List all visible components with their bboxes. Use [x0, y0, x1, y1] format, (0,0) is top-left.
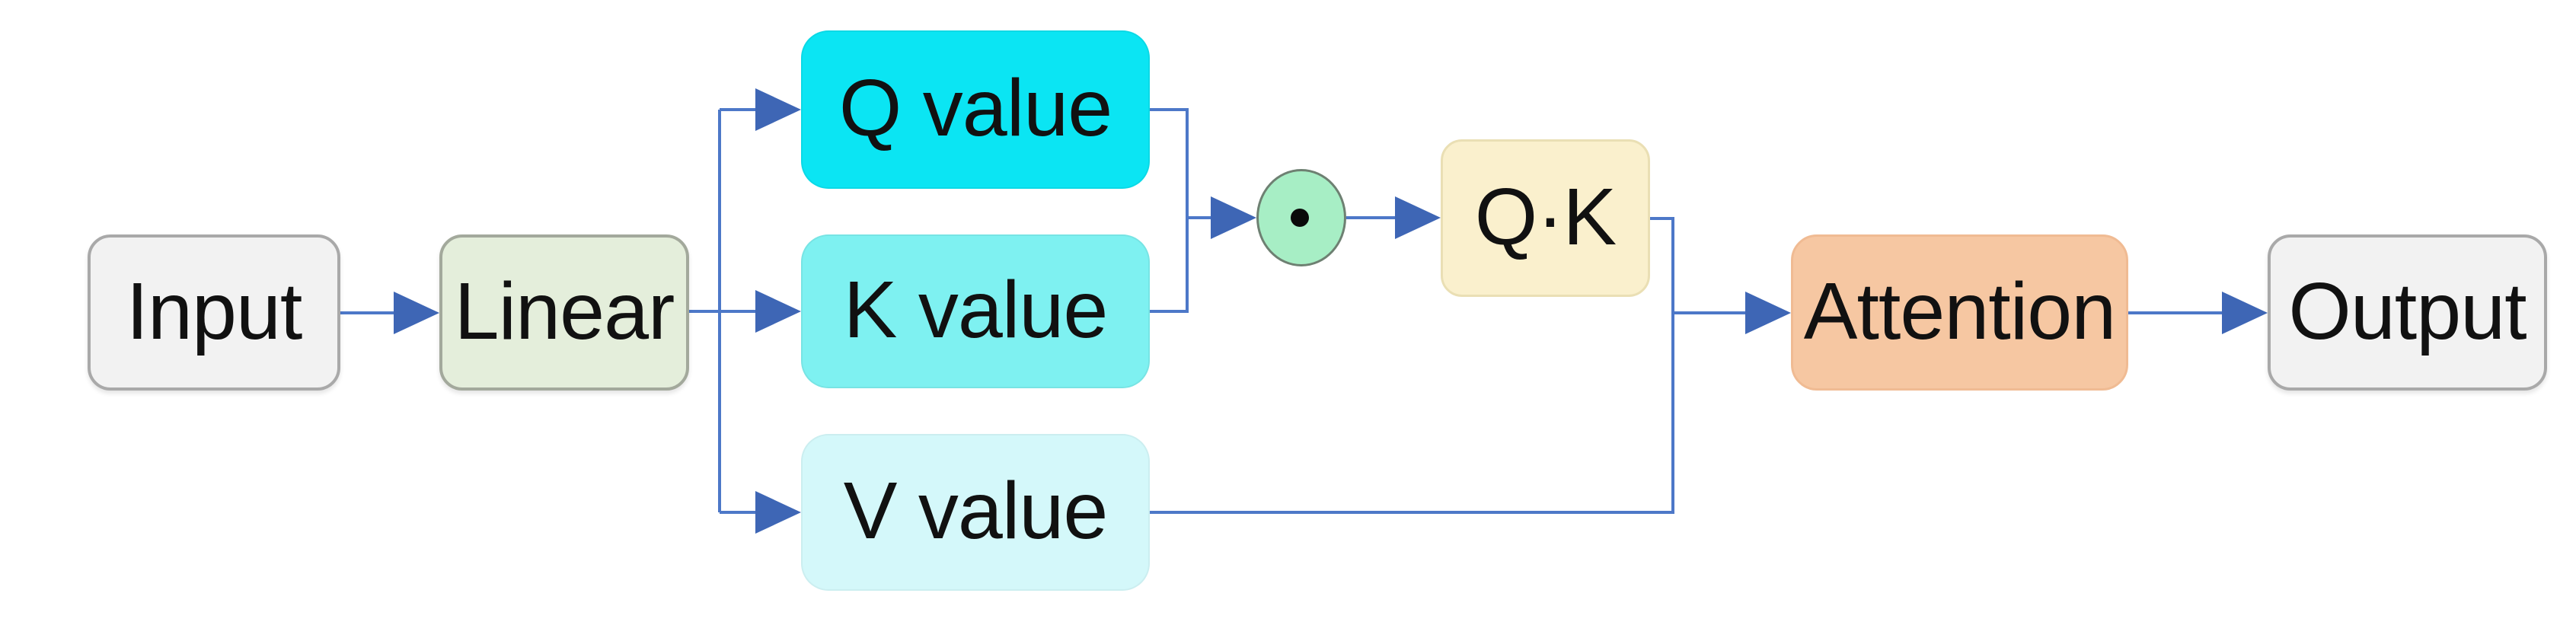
arrowhead-output [2222, 292, 2268, 334]
dot-product-icon [1291, 209, 1309, 227]
arrowhead-attention [1745, 292, 1791, 334]
node-k-value-label: K value [843, 265, 1109, 355]
arrowhead-q [755, 88, 801, 131]
node-attention: Attention [1791, 234, 2128, 391]
node-input: Input [88, 234, 340, 391]
node-v-value-label: V value [843, 466, 1109, 556]
arrowhead-linear [394, 292, 439, 334]
node-q-value: Q value [801, 30, 1150, 189]
dot-product-node [1256, 169, 1346, 266]
node-qk: Q·K [1441, 139, 1650, 297]
node-input-label: Input [126, 266, 303, 356]
arrowhead-k [755, 290, 801, 333]
node-attention-label: Attention [1803, 266, 2116, 356]
node-q-value-label: Q value [838, 63, 1112, 153]
arrowhead-dot [1211, 196, 1256, 239]
node-output-label: Output [2288, 266, 2527, 356]
node-k-value: K value [801, 234, 1150, 388]
connector-qk-merge [1150, 108, 1189, 313]
node-linear-label: Linear [454, 266, 675, 356]
node-qk-label: Q·K [1474, 171, 1617, 262]
node-v-value: V value [801, 434, 1150, 591]
arrowhead-qkbox [1395, 196, 1441, 239]
arrowhead-v [755, 491, 801, 534]
node-output: Output [2268, 234, 2547, 391]
connector-qk-v-junction [1150, 217, 1674, 514]
node-linear: Linear [439, 234, 689, 391]
